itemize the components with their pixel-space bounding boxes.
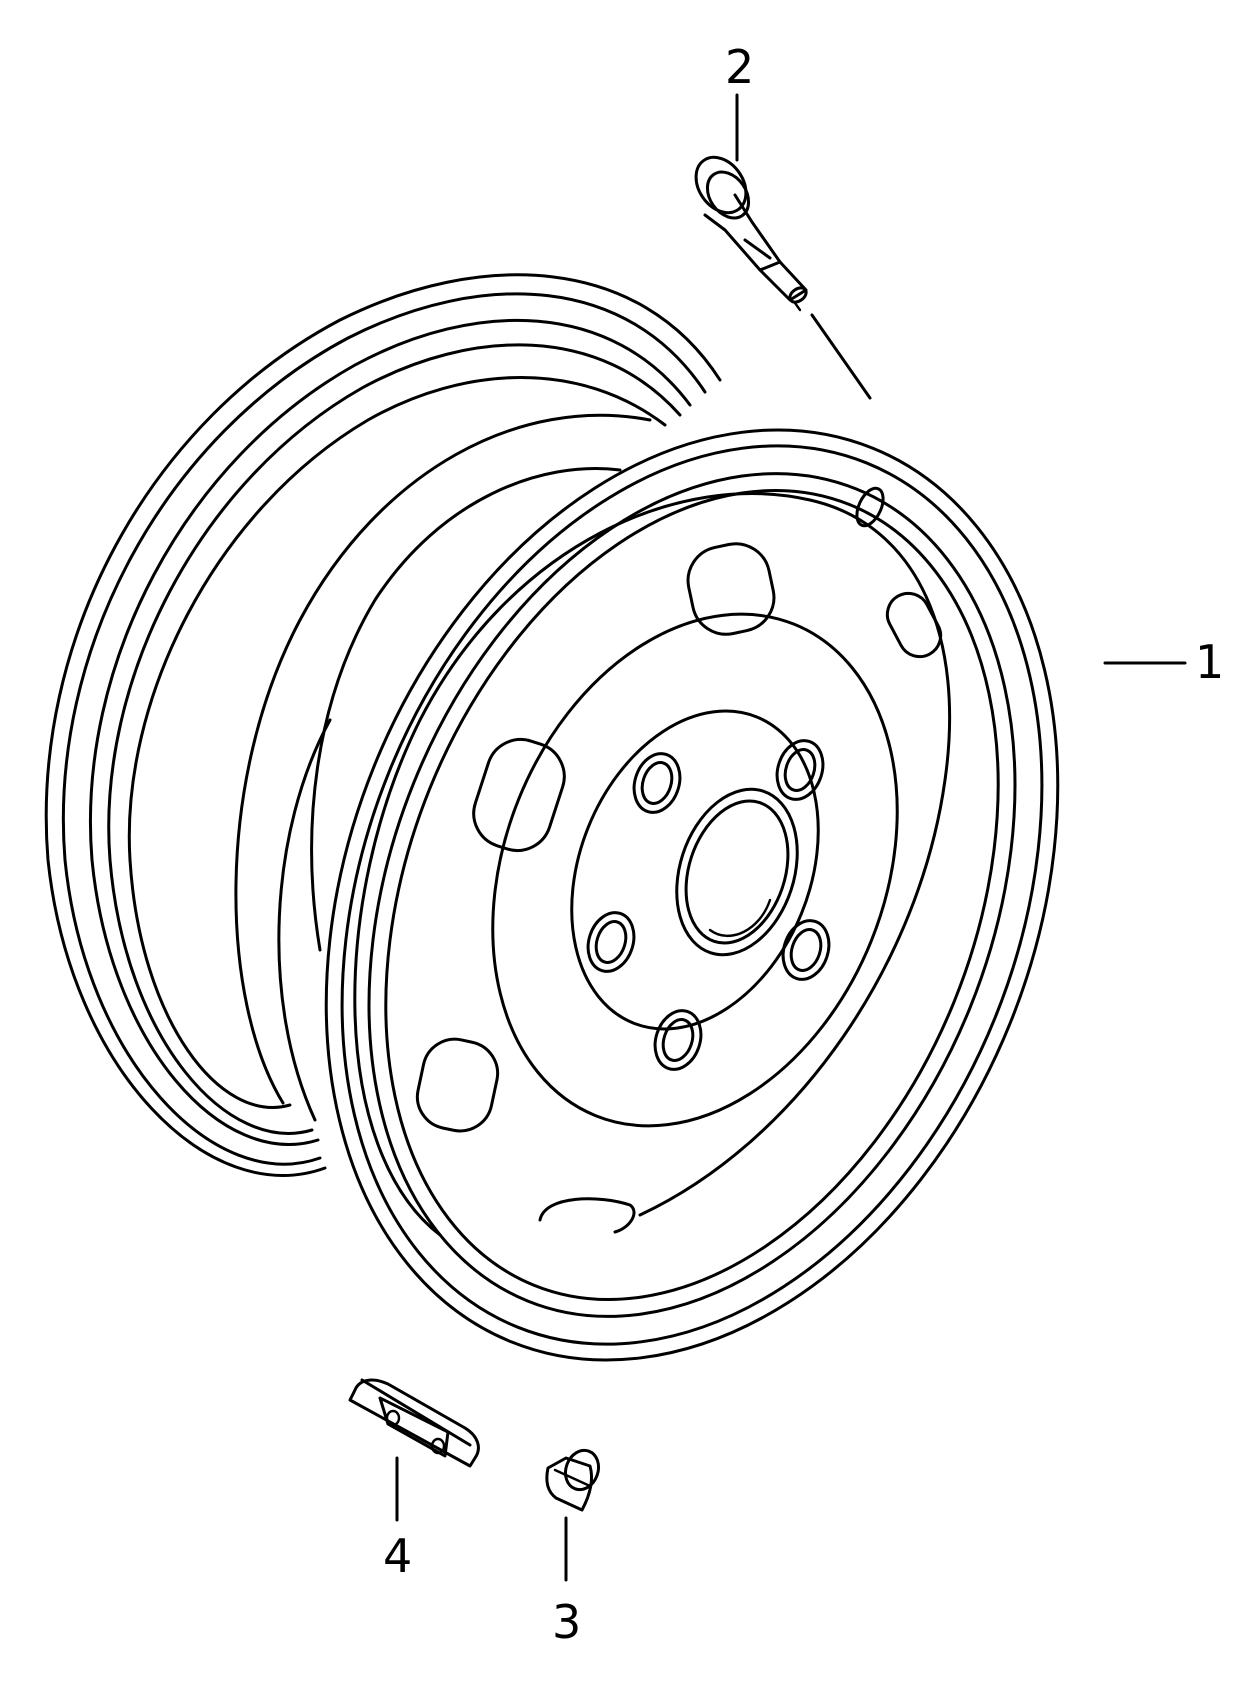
- wheel-hub: [570, 709, 820, 1031]
- valve-hole: [855, 486, 885, 528]
- front-rim-flange: [324, 428, 1060, 1362]
- wheel-disc: [353, 492, 952, 1237]
- callout-3[interactable]: 3: [552, 1595, 581, 1649]
- leader-line-2-dashed: [810, 313, 872, 400]
- callout-1[interactable]: 1: [1195, 635, 1224, 689]
- balance-weight[interactable]: [348, 1378, 480, 1468]
- rear-rim-flange: [44, 273, 722, 1177]
- callout-2[interactable]: 2: [725, 40, 754, 94]
- rim-barrel: [234, 413, 652, 1122]
- callout-4[interactable]: 4: [383, 1529, 412, 1583]
- center-bore: [675, 787, 799, 957]
- tire-valve[interactable]: [686, 148, 809, 312]
- callout-leaders: [395, 93, 1187, 1582]
- steel-wheel-rim[interactable]: [44, 273, 1190, 1471]
- valve-clip[interactable]: [545, 1446, 604, 1512]
- bolt-holes: [586, 739, 831, 1071]
- ventilation-holes: [415, 542, 943, 1234]
